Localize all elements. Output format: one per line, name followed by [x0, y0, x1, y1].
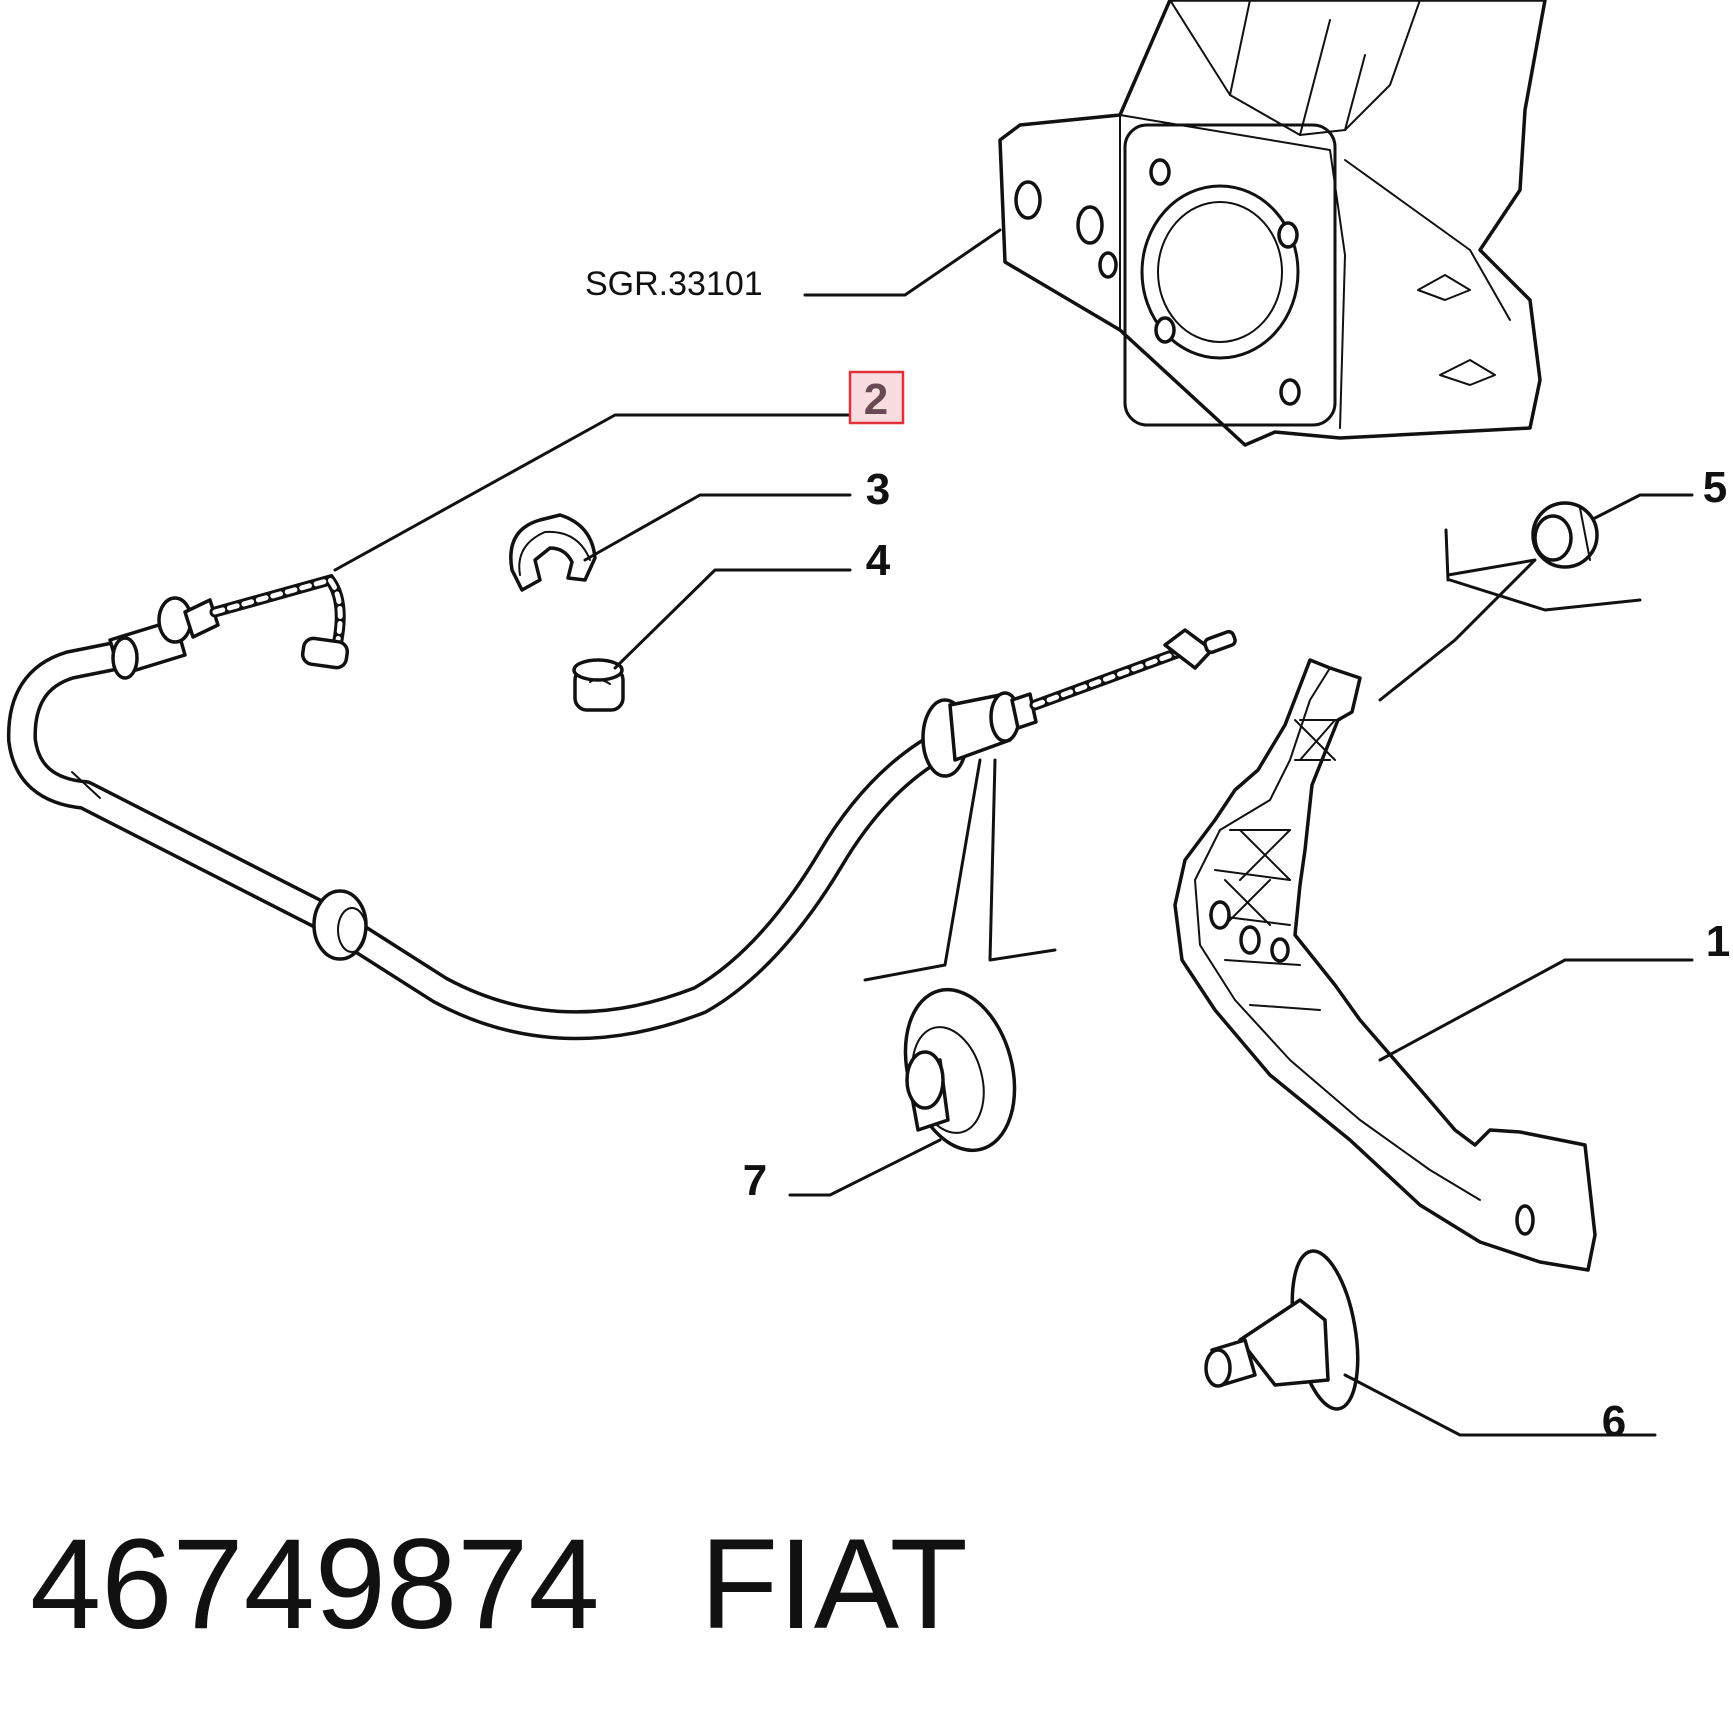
reference-label-sgr: SGR.33101	[585, 265, 763, 303]
accelerator-cable-part	[6, 573, 1237, 1041]
part-number: 46749874	[30, 1513, 600, 1656]
leader-line-6	[1343, 1373, 1657, 1437]
leader-line-4	[613, 568, 852, 670]
leader-line-7	[788, 1138, 942, 1197]
leader-line-sgr	[803, 228, 1002, 297]
callout-5[interactable]: 5	[1703, 463, 1727, 512]
callout-1[interactable]: 1	[1706, 917, 1730, 966]
callout-7[interactable]: 7	[743, 1156, 767, 1205]
leader-line-5	[1593, 493, 1694, 520]
leader-line-1	[1378, 958, 1694, 1062]
callout-2-highlight-box	[848, 370, 905, 425]
grommet-part-5	[1531, 501, 1599, 569]
callout-6[interactable]: 6	[1602, 1397, 1626, 1446]
callout-4[interactable]: 4	[866, 536, 891, 585]
leader-line-3	[583, 493, 852, 562]
guide-lines-grommet-to-lever	[1378, 528, 1642, 702]
clip-part-3	[509, 513, 597, 592]
pedal-pad-part-6	[1204, 1249, 1360, 1411]
callout-2[interactable]: 2	[864, 375, 888, 424]
leader-line-2	[333, 413, 852, 572]
pedal-lever-part-1	[1173, 658, 1597, 1272]
body-bracket-part	[998, 0, 1547, 447]
callout-3[interactable]: 3	[866, 465, 890, 514]
guide-lines-cable-to-washer	[863, 758, 1057, 982]
brand-name: FIAT	[700, 1513, 968, 1656]
bushing-part-4	[572, 658, 625, 712]
washer-part-7	[903, 987, 1017, 1153]
